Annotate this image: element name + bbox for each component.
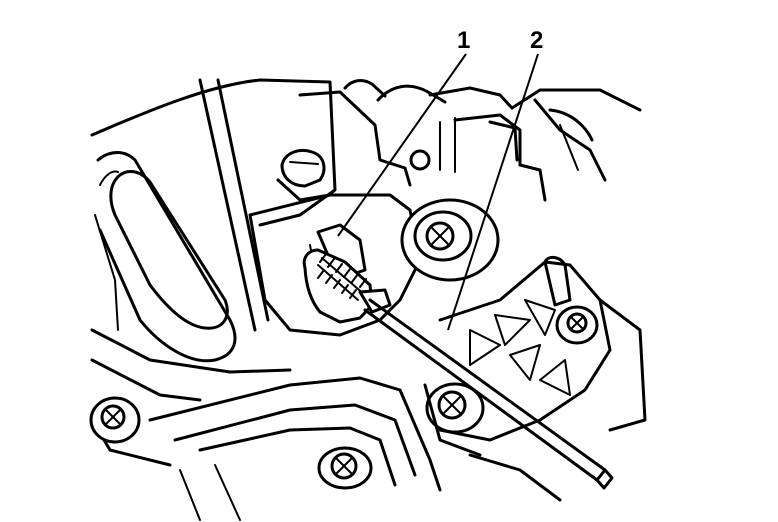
coil-spring bbox=[317, 253, 367, 299]
lower-bolt bbox=[423, 382, 485, 457]
left-housing bbox=[90, 78, 337, 467]
bottom-bolt bbox=[317, 446, 373, 490]
callout-2-label: 2 bbox=[530, 27, 543, 54]
callout-leaders bbox=[337, 53, 539, 331]
cable-clip bbox=[302, 223, 392, 324]
callout-1-label: 1 bbox=[457, 27, 470, 54]
cable bbox=[363, 298, 614, 490]
right-bracket bbox=[438, 256, 647, 442]
callout-1-leader bbox=[337, 53, 467, 237]
bottom-left-bolt bbox=[89, 396, 141, 444]
center-bolt bbox=[400, 198, 500, 282]
upper-bracket bbox=[298, 79, 642, 202]
bottom-tray bbox=[148, 376, 562, 521]
callout-2-leader bbox=[447, 53, 539, 331]
small-fastener bbox=[276, 149, 332, 202]
right-bolt bbox=[555, 305, 599, 345]
